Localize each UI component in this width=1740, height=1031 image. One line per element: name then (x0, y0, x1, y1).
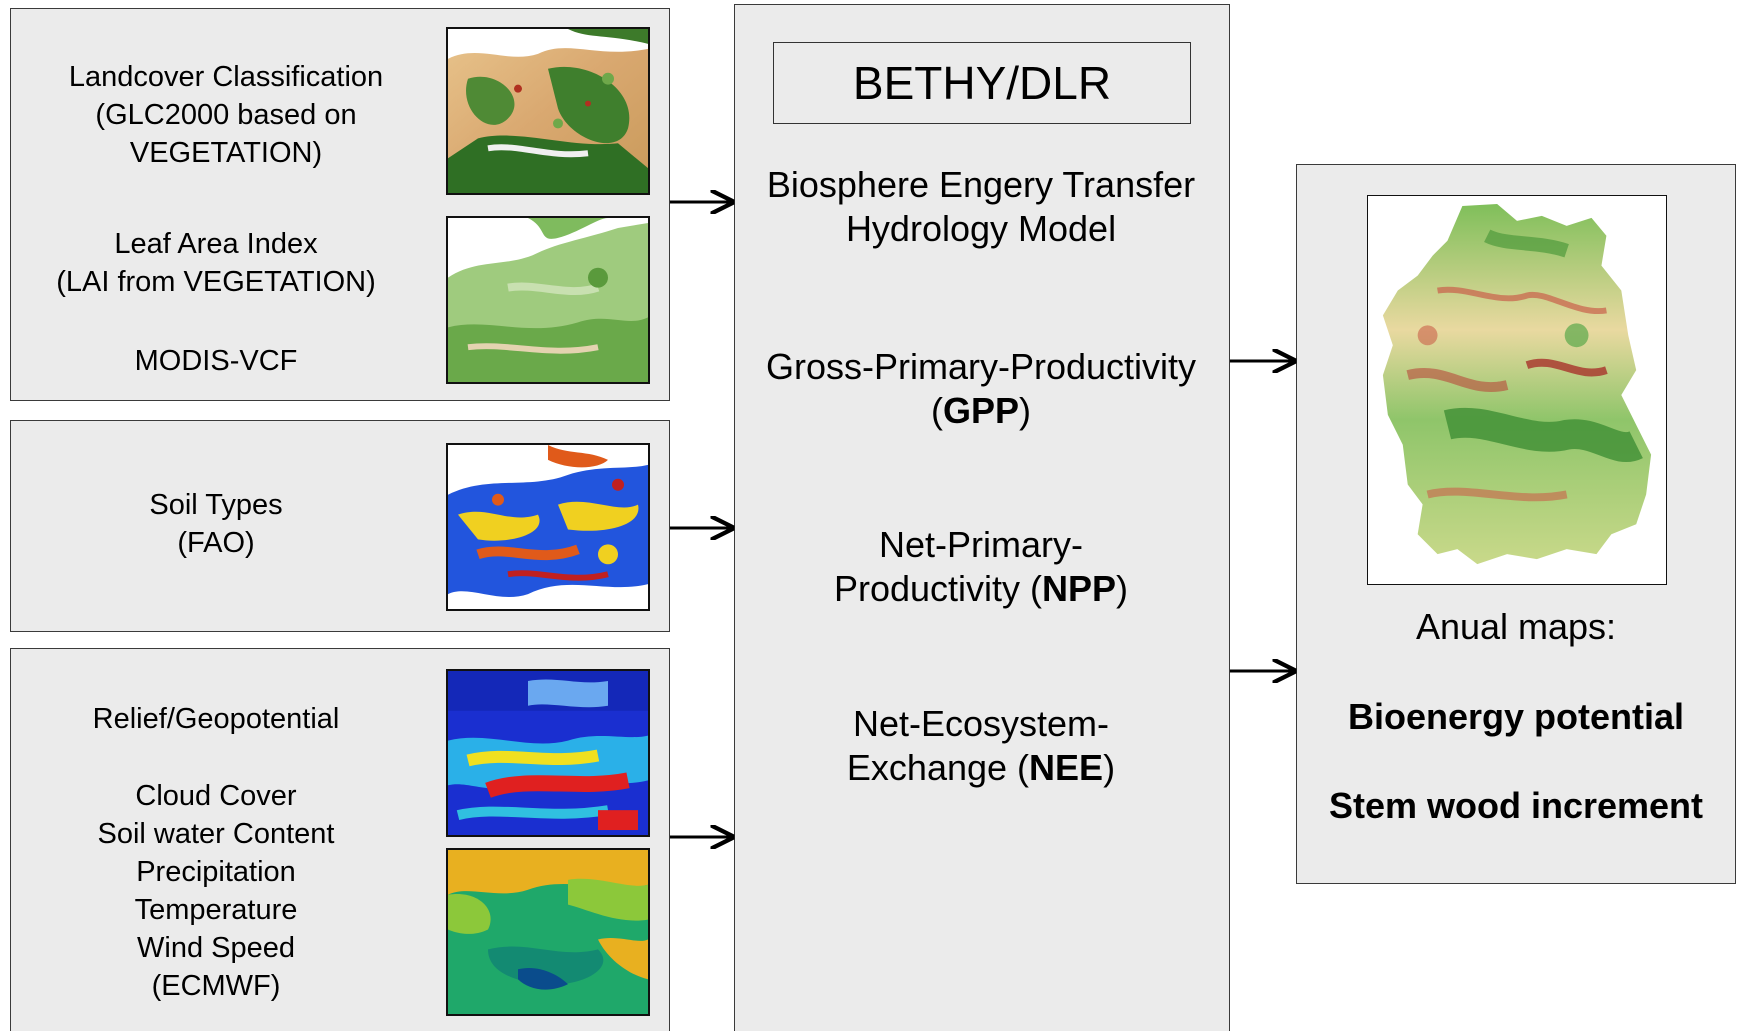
lai-line-2: (LAI from VEGETATION) (56, 266, 376, 298)
nee-line-1: Net-Ecosystem- (852, 703, 1110, 744)
meteo-line-4: Temperature (134, 894, 298, 926)
lai-map-image (446, 216, 650, 384)
model-desc-line-2: Hydrology Model (845, 208, 1117, 249)
meteo-field-map-image (446, 848, 650, 1016)
meteo-input-panel: Relief/Geopotential Cloud Cover Soil wat… (10, 648, 670, 1031)
npp-close: ) (1116, 568, 1129, 609)
landcover-map-image (446, 27, 650, 195)
meteo-line-5: Wind Speed (137, 932, 295, 964)
model-panel: BETHY/DLR Biosphere Engery Transfer Hydr… (734, 4, 1230, 1031)
output-item-bioenergy: Bioenergy potential (1347, 696, 1685, 737)
model-title: BETHY/DLR (852, 57, 1112, 109)
landcover-input-panel: Landcover Classification (GLC2000 based … (10, 8, 670, 401)
landcover-line-3: VEGETATION) (129, 137, 323, 169)
model-description: Biosphere Engery Transfer Hydrology Mode… (735, 163, 1227, 251)
nee-output: Net-Ecosystem- Exchange (NEE) (735, 702, 1227, 790)
output-label: Anual maps: (1415, 606, 1617, 647)
soil-line-1: Soil Types (149, 489, 283, 521)
landcover-classification-label: Landcover Classification (GLC2000 based … (11, 58, 441, 172)
soil-label: Soil Types (FAO) (11, 486, 421, 562)
germany-map-image (1367, 195, 1667, 585)
model-title-box: BETHY/DLR (773, 42, 1191, 124)
modis-label: MODIS-VCF (134, 345, 298, 377)
gpp-line-2: (GPP) (735, 389, 1227, 433)
gpp-output: Gross-Primary-Productivity (GPP) (735, 345, 1227, 433)
relief-label: Relief/Geopotential (92, 703, 340, 735)
output-panel: Anual maps: Bioenergy potential Stem woo… (1296, 164, 1736, 884)
soil-input-panel: Soil Types (FAO) (10, 420, 670, 632)
lai-label: Leaf Area Index (LAI from VEGETATION) (11, 225, 421, 301)
nee-text: Exchange ( (846, 747, 1030, 788)
soil-line-2: (FAO) (177, 527, 255, 559)
nee-abbr: NEE (1029, 747, 1104, 788)
soil-map-image (446, 443, 650, 611)
landcover-line-2: (GLC2000 based on (95, 99, 357, 131)
npp-abbr: NPP (1042, 568, 1117, 609)
meteo-line-3: Precipitation (136, 856, 296, 888)
npp-text: Productivity ( (833, 568, 1043, 609)
cloud-cover-map-image (446, 669, 650, 837)
npp-line-2: Productivity (NPP) (735, 567, 1227, 611)
meteo-line-2: Soil water Content (97, 818, 335, 850)
nee-line-2: Exchange (NEE) (735, 746, 1227, 790)
npp-line-1: Net-Primary- (879, 524, 1083, 565)
meteo-variables-label: Cloud Cover Soil water Content Precipita… (11, 777, 421, 1005)
output-item-stem-wood: Stem wood increment (1328, 785, 1704, 826)
nee-close: ) (1103, 747, 1116, 788)
lai-line-1: Leaf Area Index (114, 228, 318, 260)
gpp-abbr: GPP (942, 390, 1020, 431)
meteo-line-1: Cloud Cover (135, 780, 297, 812)
gpp-open: ( (930, 390, 943, 431)
meteo-line-6: (ECMWF) (151, 970, 281, 1002)
npp-output: Net-Primary- Productivity (NPP) (735, 523, 1227, 611)
gpp-close: ) (1019, 390, 1032, 431)
landcover-line-1: Landcover Classification (68, 61, 384, 93)
gpp-line-1: Gross-Primary-Productivity (765, 346, 1197, 387)
model-desc-line-1: Biosphere Engery Transfer (766, 164, 1196, 205)
